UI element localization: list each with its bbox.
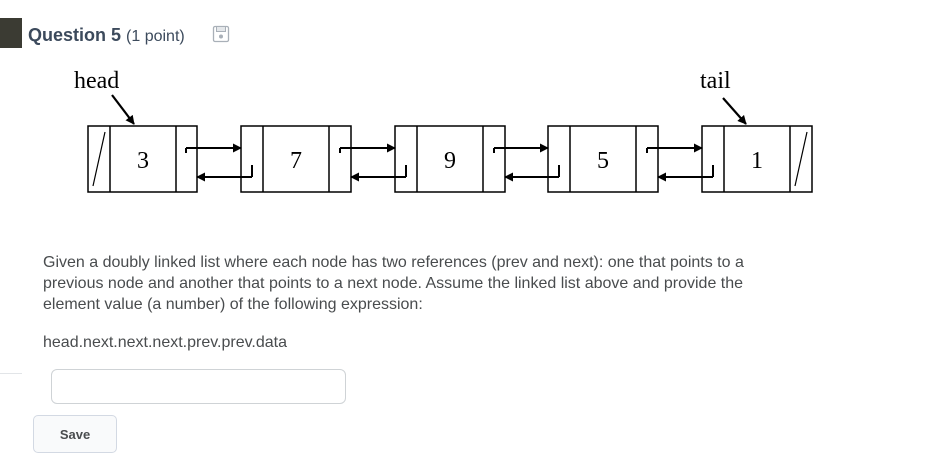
node-value: 5 — [597, 148, 609, 174]
prev-link — [350, 165, 407, 182]
tail-label: tail — [700, 68, 731, 94]
prev-link — [657, 165, 714, 182]
next-link — [339, 143, 396, 153]
linked-list-diagram: head tail 3 7 9 5 1 — [74, 68, 813, 193]
question-expression: head.next.next.next.prev.prev.data — [43, 334, 288, 351]
tail-pointer-arrow — [722, 97, 747, 125]
node-value: 1 — [751, 148, 763, 174]
node-value: 9 — [444, 148, 456, 174]
divider — [0, 373, 22, 374]
next-link — [185, 143, 242, 153]
prev-link — [504, 165, 560, 182]
question-header: Question 5 (1 point) — [28, 25, 185, 46]
next-link — [646, 143, 703, 153]
head-pointer-arrow — [111, 94, 135, 125]
question-title: Question 5 — [28, 25, 122, 45]
null-prev-slash — [92, 131, 106, 187]
prev-link — [196, 165, 253, 182]
answer-input[interactable] — [51, 369, 346, 404]
list-node: 7 — [240, 125, 352, 193]
node-value: 7 — [290, 148, 302, 174]
null-next-slash — [794, 131, 808, 187]
question-points: (1 point) — [126, 28, 185, 45]
floppy-disk-icon[interactable] — [211, 24, 231, 44]
save-button[interactable]: Save — [33, 415, 117, 453]
list-node: 1 — [701, 125, 813, 193]
node-value: 3 — [137, 148, 149, 174]
list-node: 5 — [547, 125, 659, 193]
question-prompt: Given a doubly linked list where each no… — [43, 254, 744, 313]
head-label: head — [74, 68, 119, 94]
question-accent-bar — [0, 18, 22, 48]
list-node: 9 — [394, 125, 506, 193]
next-link — [493, 143, 549, 153]
list-node: 3 — [87, 125, 198, 193]
